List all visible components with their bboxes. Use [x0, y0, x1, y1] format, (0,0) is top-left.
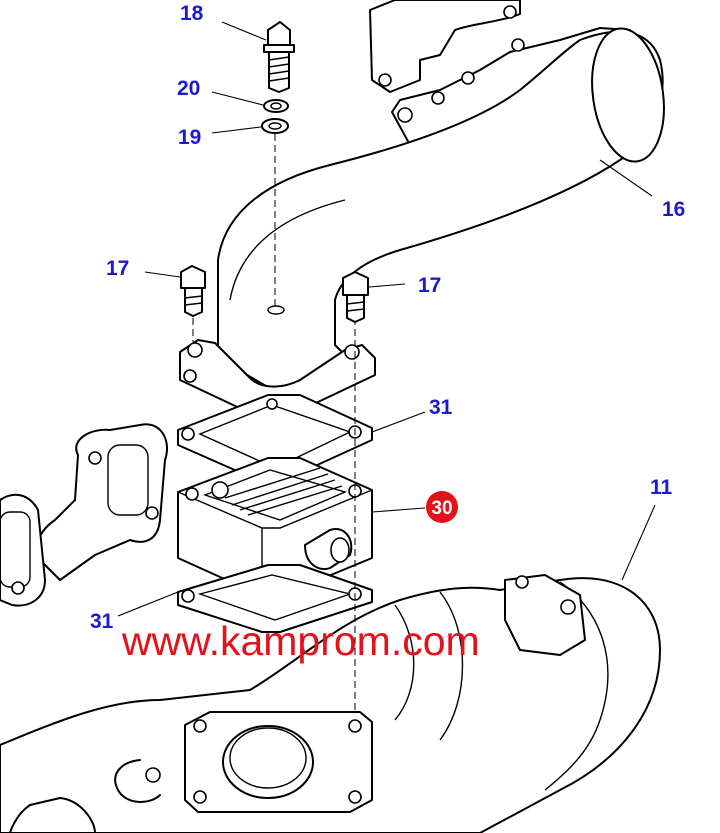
callout-16: 16: [662, 198, 685, 221]
callout-31-top: 31: [429, 396, 453, 419]
intake-heater-part-30: [177, 457, 373, 597]
callout-11: 11: [650, 476, 673, 499]
exhaust-manifold-part-11: [0, 574, 661, 833]
callout-19: 19: [178, 126, 201, 149]
callout-31-bottom: 31: [90, 610, 114, 633]
nut-part-20: [263, 99, 289, 113]
gasket-lower-part-31: [177, 564, 373, 633]
gasket-upper-part-31: [177, 394, 373, 483]
callout-18: 18: [180, 2, 204, 25]
washer-part-19: [261, 118, 289, 134]
stud-bolt-part-18: [263, 21, 295, 93]
callout-17-right: 17: [418, 274, 441, 297]
elbow-pipe-part-16: [217, 0, 665, 401]
callout-labels: 18 20 19 16 17 17 31 30 11 31: [90, 2, 685, 633]
callout-20: 20: [177, 77, 200, 100]
side-gaskets: [0, 423, 168, 607]
bolt-right-part-17: [342, 271, 369, 323]
centerline-dashed: [192, 134, 356, 712]
bolt-left-part-17: [180, 265, 206, 317]
leader-lines: [117, 21, 656, 617]
callout-30: 30: [431, 498, 452, 519]
callout-30-badge: [426, 491, 458, 523]
watermark-text: www.kamprom.com: [121, 618, 480, 664]
callout-17-left: 17: [106, 257, 129, 280]
